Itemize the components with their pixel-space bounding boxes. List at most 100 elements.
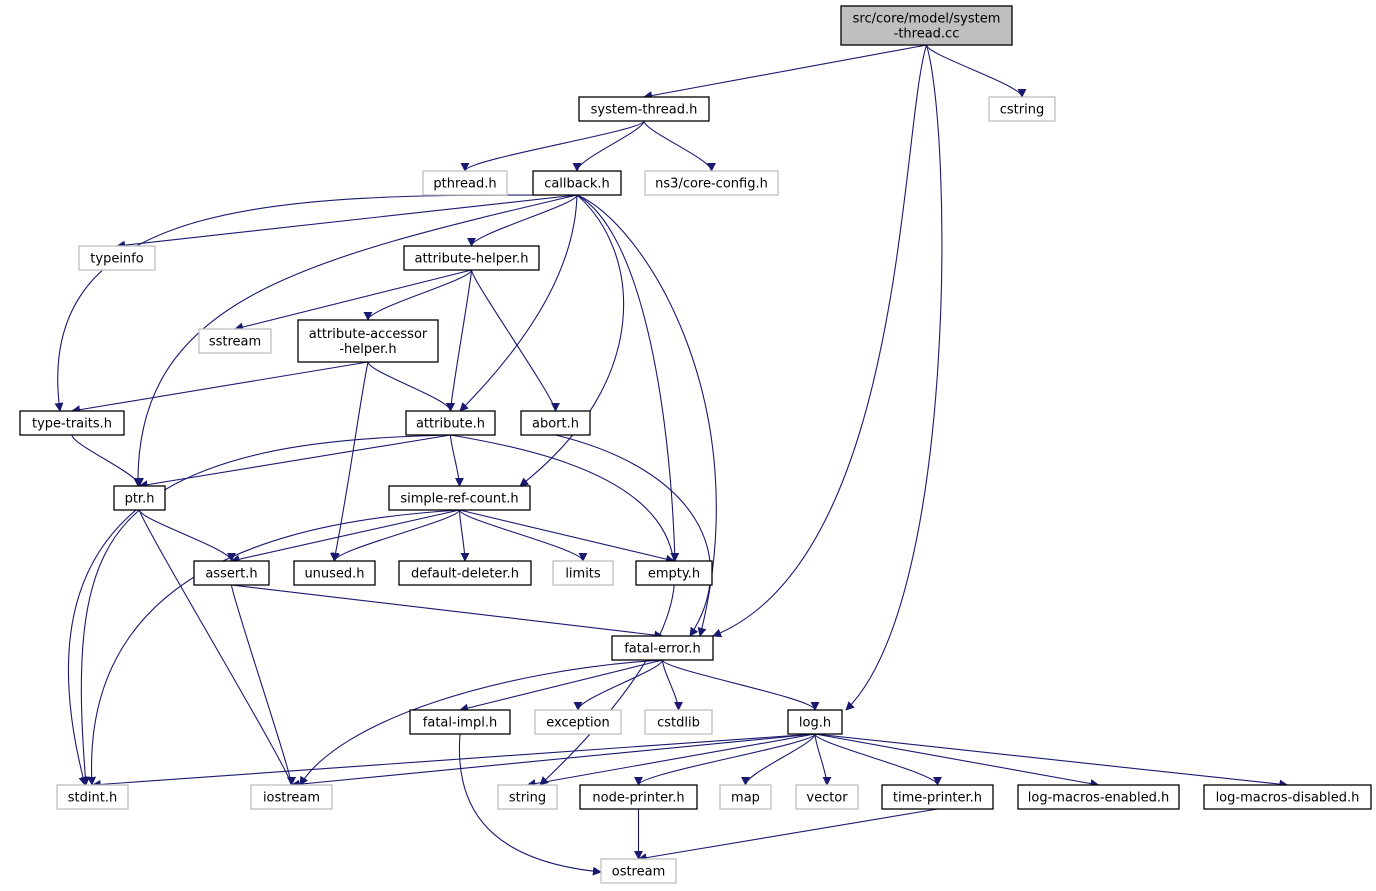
edge xyxy=(449,434,464,487)
node-box xyxy=(113,485,166,511)
node-box xyxy=(1017,784,1180,810)
node-label: fatal-impl.h xyxy=(423,716,497,731)
node-node-printer[interactable]: node-printer.h xyxy=(579,784,698,810)
edge-simple-ref-count-to-limits xyxy=(458,509,588,562)
node-stdint: stdint.h xyxy=(56,784,129,810)
edge xyxy=(459,509,675,564)
node-assert[interactable]: assert.h xyxy=(193,560,270,586)
edge xyxy=(634,733,816,786)
edge-type-traits-to-ptr xyxy=(71,434,144,487)
node-box xyxy=(611,635,714,661)
node-box xyxy=(297,319,439,363)
node-box xyxy=(534,709,622,735)
edge-log-to-log-macros-enabled xyxy=(814,733,1100,788)
node-map: map xyxy=(719,784,772,810)
node-time-printer[interactable]: time-printer.h xyxy=(881,784,994,810)
node-abort[interactable]: abort.h xyxy=(520,410,591,436)
edge xyxy=(80,509,140,786)
edge-attribute-accessor-helper-to-unused xyxy=(331,361,369,562)
edge-log-to-string xyxy=(526,733,816,789)
node-default-deleter[interactable]: default-deleter.h xyxy=(398,560,532,586)
edge-fatal-error-to-exception xyxy=(573,659,664,711)
node-core-config: ns3/core-config.h xyxy=(644,170,779,196)
edge-simple-ref-count-to-empty xyxy=(459,509,675,564)
nodes-layer: src/core/model/system-thread.cc system-th… xyxy=(19,5,1372,884)
edge xyxy=(330,509,461,562)
edge xyxy=(458,733,602,876)
node-box xyxy=(403,245,540,271)
node-label: attribute.h xyxy=(416,417,485,432)
node-box xyxy=(579,784,698,810)
node-attribute-accessor-helper[interactable]: attribute-accessor-helper.h xyxy=(297,319,439,363)
edge xyxy=(71,434,144,487)
node-ptr[interactable]: ptr.h xyxy=(113,485,166,511)
edge xyxy=(643,44,927,100)
node-label: exception xyxy=(546,716,610,731)
edge xyxy=(925,44,1027,98)
edge-attribute-helper-to-attribute xyxy=(446,269,473,412)
edge xyxy=(459,659,663,713)
edge-log-to-node-printer xyxy=(634,733,816,786)
node-box xyxy=(881,784,994,810)
node-box xyxy=(405,410,496,436)
node-box xyxy=(795,784,859,810)
node-log-macros-disabled[interactable]: log-macros-disabled.h xyxy=(1203,784,1372,810)
node-sstream: sstream xyxy=(198,328,272,354)
edge-log-to-vector xyxy=(814,733,832,786)
node-empty[interactable]: empty.h xyxy=(635,560,713,586)
node-label: log-macros-disabled.h xyxy=(1216,791,1360,806)
node-unused[interactable]: unused.h xyxy=(293,560,376,586)
edge xyxy=(234,269,472,332)
edge xyxy=(712,44,928,638)
node-label: iostream xyxy=(263,791,320,806)
node-limits: limits xyxy=(552,560,614,586)
edge-assert-to-fatal-error xyxy=(231,584,664,640)
node-log[interactable]: log.h xyxy=(787,709,843,735)
edge xyxy=(845,44,943,711)
node-box xyxy=(552,560,614,586)
node-root[interactable]: src/core/model/system-thread.cc xyxy=(840,5,1013,46)
edge xyxy=(637,808,938,863)
edge xyxy=(459,194,578,412)
node-system-thread[interactable]: system-thread.h xyxy=(578,96,710,122)
node-box xyxy=(19,410,125,436)
edge xyxy=(814,733,1100,788)
edge-fatal-error-to-fatal-impl xyxy=(459,659,663,713)
edge-attribute-to-string xyxy=(450,434,676,786)
node-cstring: cstring xyxy=(988,96,1056,122)
node-box xyxy=(578,96,710,122)
edge xyxy=(741,733,816,786)
edge xyxy=(555,434,712,637)
node-simple-ref-count[interactable]: simple-ref-count.h xyxy=(388,485,531,511)
edge-callback-to-type-traits xyxy=(54,194,578,412)
node-label: typeinfo xyxy=(90,252,143,267)
edge-log-to-time-printer xyxy=(814,733,942,786)
edge-time-printer-to-ostream xyxy=(637,808,938,863)
node-exception: exception xyxy=(534,709,622,735)
node-label: system-thread.h xyxy=(591,103,698,118)
node-label: node-printer.h xyxy=(592,791,684,806)
node-type-traits[interactable]: type-traits.h xyxy=(19,410,125,436)
edge-attribute-helper-to-abort xyxy=(470,269,560,412)
node-box xyxy=(988,96,1056,122)
edge xyxy=(446,269,473,412)
edges-layer xyxy=(54,44,1289,876)
node-callback[interactable]: callback.h xyxy=(532,170,622,196)
node-fatal-impl[interactable]: fatal-impl.h xyxy=(409,709,511,735)
edge-callback-to-attribute xyxy=(459,194,578,412)
node-attribute-helper[interactable]: attribute-helper.h xyxy=(403,245,540,271)
edge xyxy=(467,194,578,247)
edge xyxy=(661,659,683,711)
node-log-macros-enabled[interactable]: log-macros-enabled.h xyxy=(1017,784,1180,810)
edge-ptr-to-assert xyxy=(138,509,236,562)
node-label: empty.h xyxy=(648,567,700,582)
node-string: string xyxy=(497,784,558,810)
node-fatal-error[interactable]: fatal-error.h xyxy=(611,635,714,661)
edge xyxy=(54,194,578,412)
edge-callback-to-fatal-error xyxy=(576,194,717,637)
edge xyxy=(573,659,664,711)
node-box xyxy=(532,170,622,196)
edge-simple-ref-count-to-default-deleter xyxy=(458,509,470,562)
edge xyxy=(116,194,578,250)
node-attribute[interactable]: attribute.h xyxy=(405,410,496,436)
